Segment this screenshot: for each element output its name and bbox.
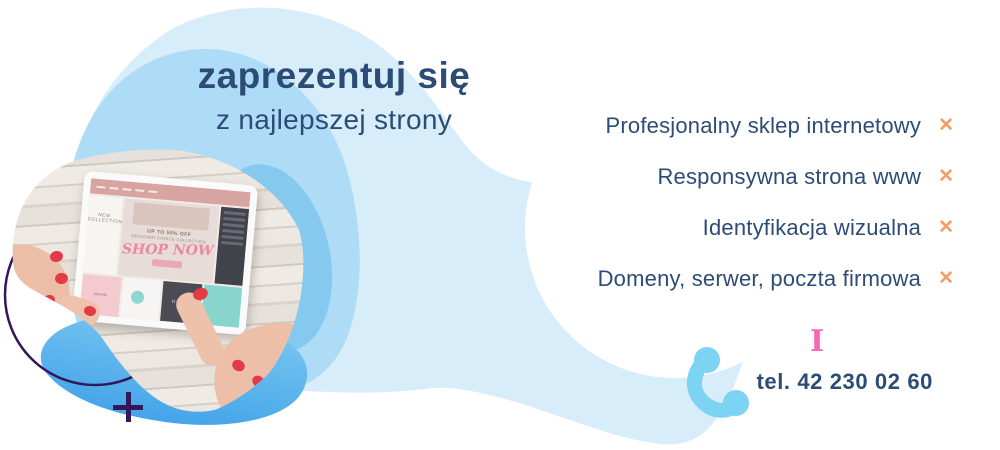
cart-item-row xyxy=(222,235,244,240)
pink-marker-decoration: I xyxy=(810,324,825,359)
service-item-domains[interactable]: Domeny, serwer, poczta firmowa ✕ xyxy=(598,253,954,304)
cross-icon: ✕ xyxy=(938,115,954,136)
nav-link xyxy=(135,189,144,192)
service-item-shop[interactable]: Profesjonalny sklep internetowy ✕ xyxy=(598,100,954,151)
cart-item-row xyxy=(223,217,245,222)
phone-handset-icon xyxy=(687,347,749,418)
shop-hero-banner: UP TO 50% OFF DESIGNER CHOICE COLLECTION… xyxy=(118,198,219,283)
cross-icon: ✕ xyxy=(938,166,954,187)
nav-link xyxy=(109,186,118,189)
white-blob xyxy=(525,78,825,378)
service-item-branding[interactable]: Identyfikacja wizualna ✕ xyxy=(598,202,954,253)
cart-item-row xyxy=(222,229,244,234)
page-title: zaprezentuj się xyxy=(197,55,471,96)
accessory-photo xyxy=(130,290,144,304)
service-label: Profesjonalny sklep internetowy xyxy=(605,112,922,138)
page-subtitle: z najlepszej strony xyxy=(215,104,453,135)
service-label: Domeny, serwer, poczta firmowa xyxy=(597,265,922,291)
product-tile-accessories xyxy=(120,277,162,320)
service-label: Responsywna strona www xyxy=(657,163,922,189)
new-collection-tile: NEW COLLECTION xyxy=(83,195,123,275)
nav-link xyxy=(148,190,157,193)
cart-item-row xyxy=(224,211,246,216)
hero-headline-block: zaprezentuj się z najlepszej strony xyxy=(168,55,500,136)
nav-link xyxy=(122,188,131,191)
plus-decoration xyxy=(113,392,143,422)
cart-item-row xyxy=(221,241,243,246)
services-list: Profesjonalny sklep internetowy ✕ Respon… xyxy=(598,100,954,304)
cross-icon: ✕ xyxy=(938,268,954,289)
shop-now-script-text: SHOP NOW xyxy=(121,241,214,260)
cross-icon: ✕ xyxy=(938,217,954,238)
phone-number[interactable]: tel. 42 230 02 60 xyxy=(756,369,933,394)
shop-now-button xyxy=(151,259,181,269)
cart-item-row xyxy=(223,223,245,228)
nav-link xyxy=(96,185,105,188)
service-label: Identyfikacja wizualna xyxy=(702,214,922,240)
tablet-screen: NEW COLLECTION UP TO 50% OFF DESIGNER CH… xyxy=(79,178,250,327)
service-item-website[interactable]: Responsywna strona www ✕ xyxy=(598,151,954,202)
hero-model-image xyxy=(132,202,210,231)
cart-panel xyxy=(215,207,250,286)
